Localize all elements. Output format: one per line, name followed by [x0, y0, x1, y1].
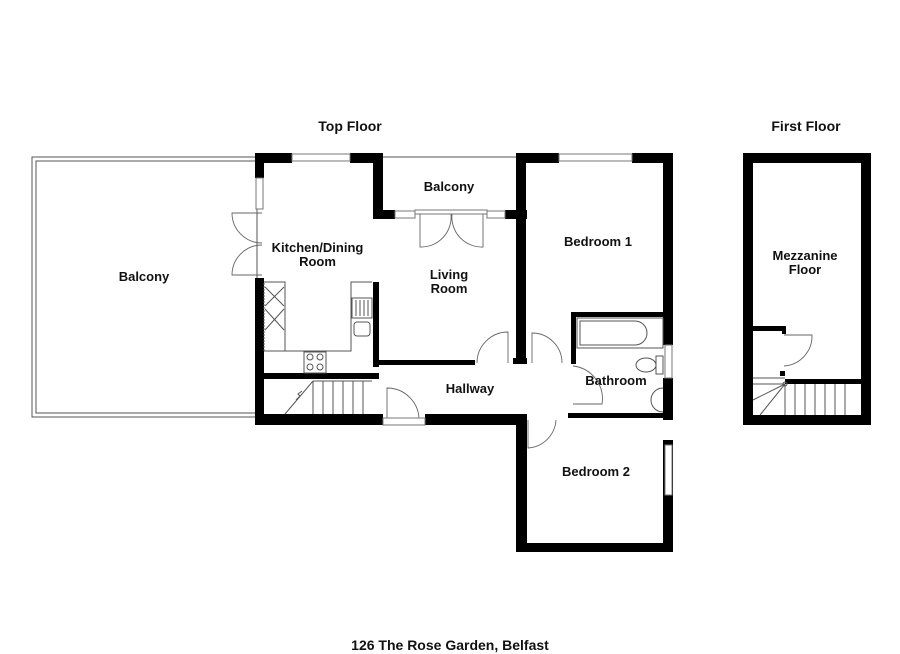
windows — [255, 153, 673, 496]
room-label-line: Room — [430, 281, 468, 296]
room-label-bathroom: Bathroom — [585, 373, 647, 388]
floor-heading-first: First Floor — [771, 118, 841, 134]
room-label-balcony-west: Balcony — [118, 269, 170, 284]
room-label-balcony-north: Balcony — [423, 179, 475, 194]
floor-heading-top: Top Floor — [318, 118, 382, 134]
room-label-hallway: Hallway — [445, 381, 495, 396]
kitchen-fixtures — [263, 281, 373, 374]
property-title: 126 The Rose Garden, Belfast — [351, 637, 549, 653]
top-floor-walls — [255, 153, 673, 552]
room-label-living-room: Living Room — [399, 268, 499, 296]
room-label-kitchen-dining: Kitchen/Dining Room — [255, 241, 380, 269]
room-label-line: Room — [299, 254, 336, 269]
room-label-mezzanine: Mezzanine Floor — [755, 249, 855, 277]
balcony-west-outline — [31, 156, 258, 418]
room-label-line: Floor — [788, 262, 822, 277]
first-floor-walls — [743, 153, 871, 425]
room-label-line: Kitchen/Dining — [271, 240, 364, 255]
bathroom-fixtures — [576, 317, 664, 413]
room-label-line: Living — [429, 267, 469, 282]
room-label-bedroom-1: Bedroom 1 — [564, 234, 632, 249]
stairs-top-floor — [284, 380, 372, 415]
room-label-bedroom-2: Bedroom 2 — [562, 464, 630, 479]
room-label-line: Mezzanine — [772, 248, 838, 263]
doors — [231, 209, 603, 449]
first-floor-fixtures — [752, 334, 846, 416]
